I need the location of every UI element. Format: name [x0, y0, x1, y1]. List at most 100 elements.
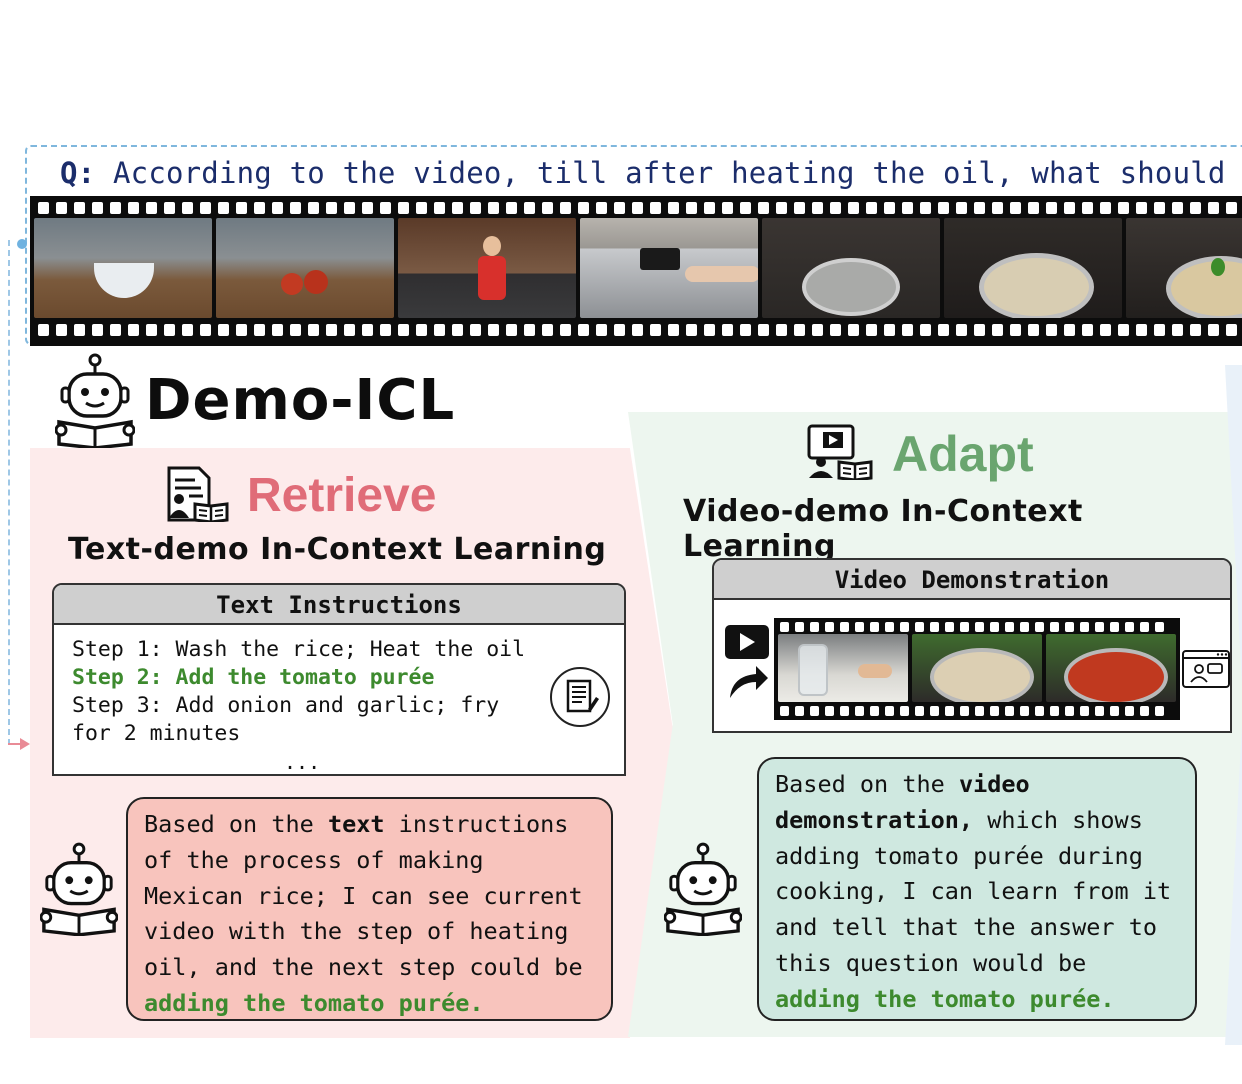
- answer-bold: text: [327, 810, 385, 838]
- answer-line: this question would be: [775, 946, 1179, 982]
- film-hole: [668, 324, 679, 336]
- main-title: Demo-ICL: [145, 368, 456, 433]
- film-hole: [840, 622, 849, 632]
- video-frames: [34, 218, 1242, 318]
- film-hole: [1064, 202, 1075, 214]
- film-hole: [164, 324, 175, 336]
- film-hole: [885, 706, 894, 716]
- film-hole: [840, 706, 849, 716]
- film-hole: [776, 202, 787, 214]
- dashed-connector: [8, 240, 12, 745]
- film-hole: [1226, 202, 1237, 214]
- film-hole: [902, 202, 913, 214]
- film-hole: [758, 324, 769, 336]
- answer-line: of the process of making: [144, 843, 595, 879]
- film-hole: [686, 202, 697, 214]
- film-hole: [506, 202, 517, 214]
- film-hole: [1136, 202, 1147, 214]
- film-hole: [380, 324, 391, 336]
- demo-frame-1: [778, 634, 908, 702]
- film-hole: [902, 324, 913, 336]
- answer-text: instructions: [384, 810, 569, 838]
- film-hole: [470, 202, 481, 214]
- film-hole: [1172, 202, 1183, 214]
- film-hole: [920, 324, 931, 336]
- film-hole: [975, 622, 984, 632]
- notepad-icon: [550, 667, 610, 727]
- film-hole: [1046, 324, 1057, 336]
- step-line-3: Step 3: Add onion and garlic; fry: [72, 693, 500, 718]
- answer-line: Based on the text instructions: [144, 807, 595, 843]
- retrieve-title: Retrieve: [247, 469, 437, 522]
- film-hole: [488, 202, 499, 214]
- film-hole: [900, 706, 909, 716]
- demo-frames: [778, 634, 1176, 702]
- answer-text: of the process of making: [144, 845, 484, 874]
- document-person-icon: [167, 466, 229, 522]
- film-hole: [1082, 202, 1093, 214]
- film-hole: [578, 202, 589, 214]
- film-hole: [1154, 202, 1165, 214]
- film-hole: [1065, 622, 1074, 632]
- answer-text: which shows: [973, 805, 1143, 834]
- video-frame-2: [216, 218, 394, 318]
- film-hole: [915, 622, 924, 632]
- film-hole: [855, 622, 864, 632]
- answer-text: adding tomato purée during: [775, 841, 1143, 870]
- film-hole: [362, 324, 373, 336]
- video-person-icon: [807, 424, 873, 480]
- film-hole: [938, 202, 949, 214]
- film-hole: [900, 622, 909, 632]
- answer-line: Mexican rice; I can see current: [144, 879, 595, 915]
- answer-text: and tell that the answer to: [775, 913, 1158, 942]
- film-hole: [884, 202, 895, 214]
- film-hole: [398, 324, 409, 336]
- film-hole: [146, 324, 157, 336]
- film-hole: [1064, 324, 1075, 336]
- film-hole: [848, 202, 859, 214]
- connector-arrow-icon: [8, 738, 30, 750]
- film-hole: [825, 622, 834, 632]
- text-instructions-box: Text Instructions Step 1: Wash the rice;…: [52, 583, 626, 776]
- film-hole: [1010, 324, 1021, 336]
- film-hole: [848, 324, 859, 336]
- film-hole: [1110, 706, 1119, 716]
- answer-line: adding tomato purée during: [775, 839, 1179, 875]
- film-hole: [870, 706, 879, 716]
- video-demonstration-header: Video Demonstration: [714, 560, 1230, 600]
- film-hole: [452, 202, 463, 214]
- answer-bold: video: [958, 770, 1030, 798]
- video-frame-6: [944, 218, 1122, 318]
- film-hole: [1020, 622, 1029, 632]
- steps-ellipsis: ...: [284, 750, 321, 774]
- film-hole: [830, 202, 841, 214]
- film-hole: [776, 324, 787, 336]
- film-hole: [884, 324, 895, 336]
- film-hole: [398, 202, 409, 214]
- film-hole: [1118, 202, 1129, 214]
- step-line-1: Step 1: Wash the rice; Heat the oil: [72, 637, 526, 662]
- film-hole: [1125, 622, 1134, 632]
- film-hole: [182, 324, 193, 336]
- film-hole: [722, 324, 733, 336]
- film-hole: [1005, 706, 1014, 716]
- film-hole: [1065, 706, 1074, 716]
- film-hole: [885, 622, 894, 632]
- film-hole: [452, 324, 463, 336]
- film-hole: [1095, 706, 1104, 716]
- step-line-4: for 2 minutes: [72, 721, 241, 746]
- film-hole: [975, 706, 984, 716]
- film-hole: [1140, 706, 1149, 716]
- film-hole: [308, 324, 319, 336]
- browser-users-icon: [1182, 650, 1230, 688]
- demo-frame-3: [1046, 634, 1176, 702]
- film-hole: [1046, 202, 1057, 214]
- film-hole: [470, 324, 481, 336]
- demo-film-holes-top: [774, 622, 1180, 634]
- adapt-subtitle: Video-demo In-Context Learning: [683, 494, 1083, 564]
- answer-text: Mexican rice; I can see current: [144, 881, 583, 910]
- film-hole: [945, 706, 954, 716]
- video-frame-5: [762, 218, 940, 318]
- film-hole: [668, 202, 679, 214]
- film-hole: [704, 324, 715, 336]
